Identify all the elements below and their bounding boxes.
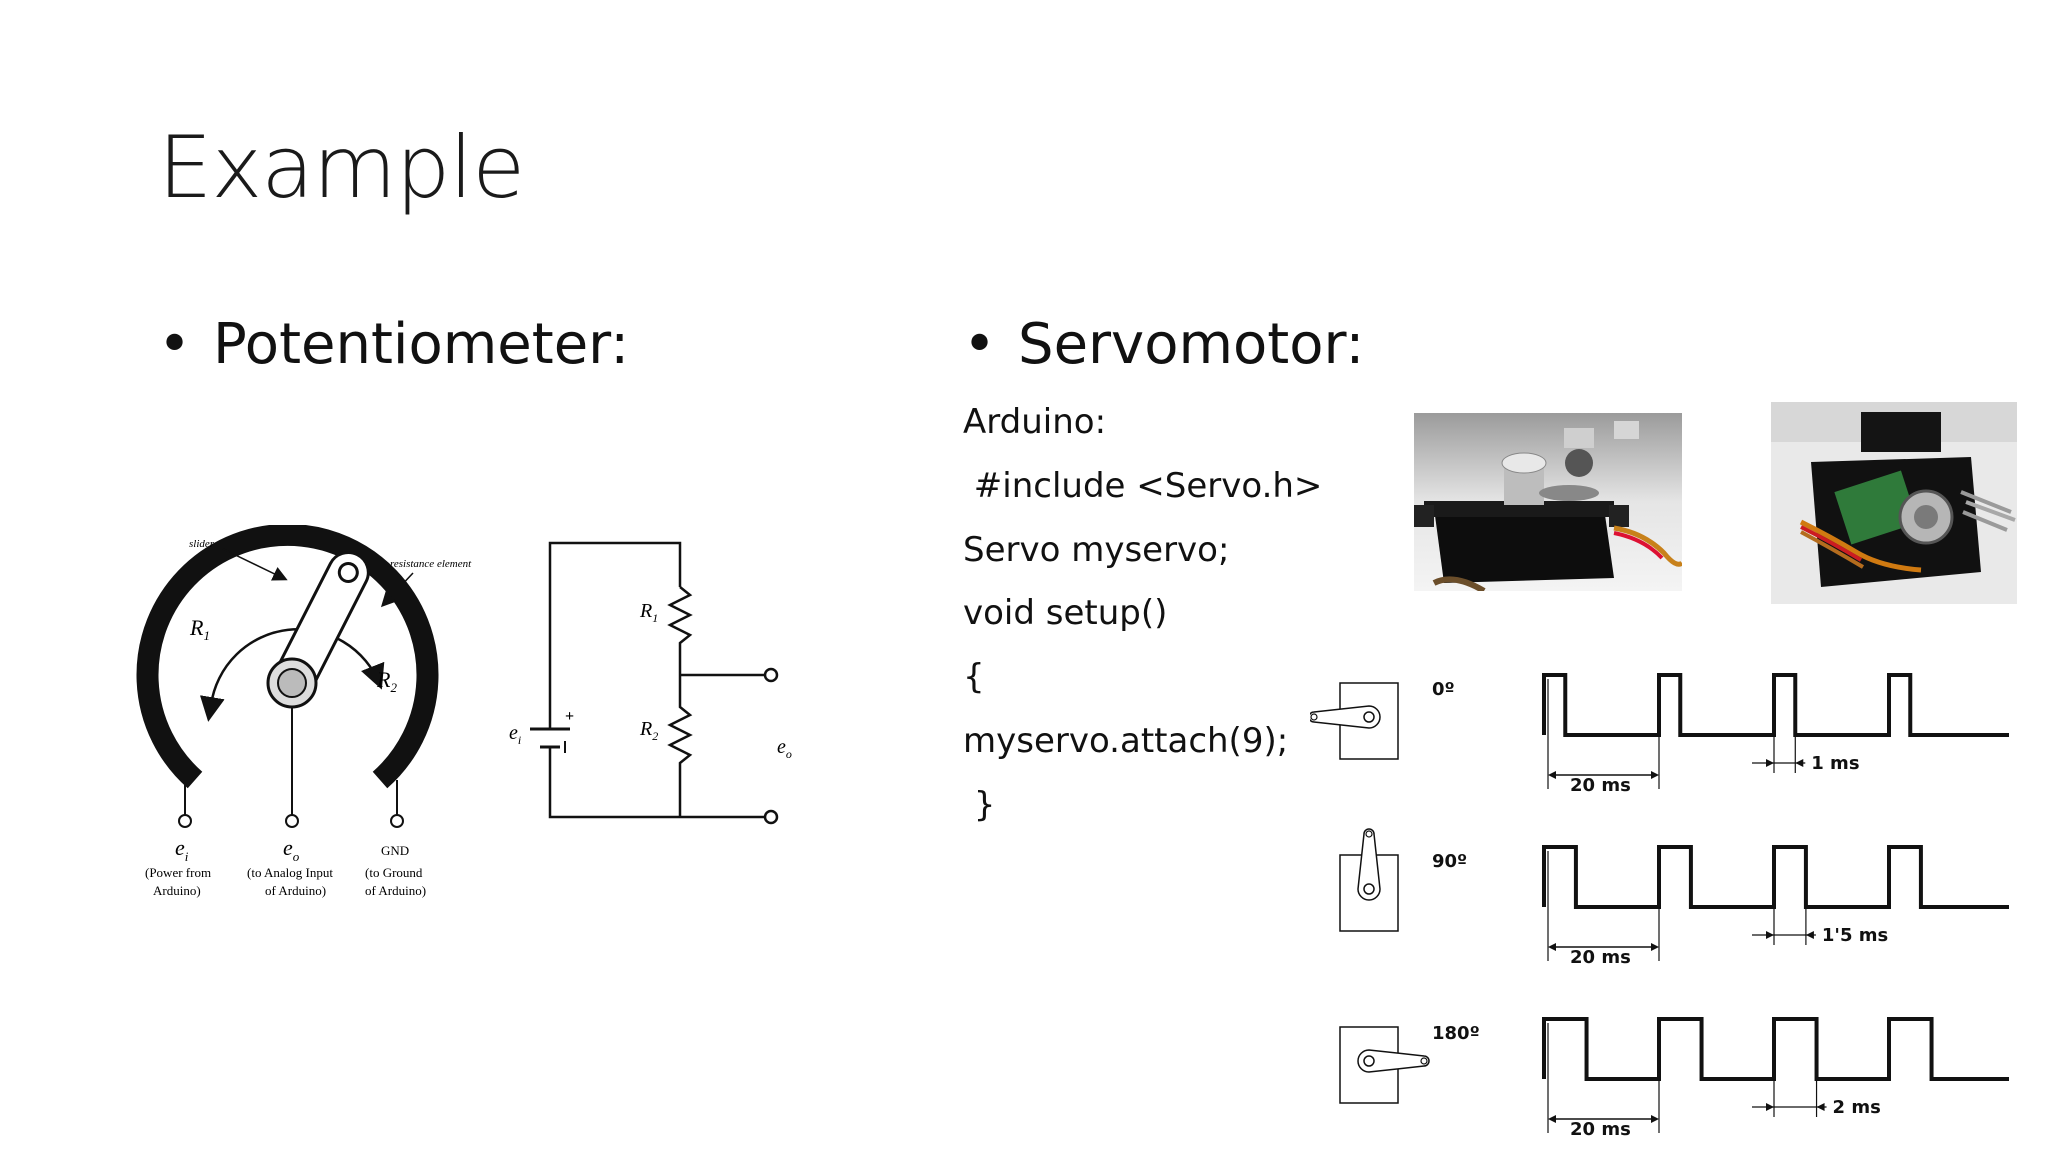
- arrow-right-icon: [1766, 931, 1774, 939]
- angle-label: 90º: [1432, 851, 1467, 872]
- servo-photo-opened: [1771, 402, 2017, 604]
- circuit-ei-label: ei: [509, 722, 521, 747]
- circuit-r1-label: R1: [639, 600, 658, 625]
- angle-label: 180º: [1432, 1023, 1480, 1044]
- pwm-waveform: [1542, 1017, 2009, 1081]
- arrow-right-icon: [1651, 771, 1659, 779]
- arrow-right-icon: [1651, 943, 1659, 951]
- code-line-setup: void setup(): [963, 593, 1168, 633]
- r1-resistor: [667, 586, 693, 675]
- eo-desc-1: (to Analog Input: [247, 865, 333, 880]
- code-line-include: #include <Servo.h>: [963, 466, 1323, 506]
- circuit-eo-label: eo: [777, 736, 792, 761]
- pwm-waveform: [1542, 673, 2009, 737]
- code-line-open-brace: {: [963, 657, 985, 697]
- pwm-waveform: [1542, 845, 2009, 909]
- ei-label: ei: [175, 835, 189, 864]
- bullet-icon: •: [963, 312, 997, 377]
- servomotor-heading-text: Servomotor:: [1018, 312, 1365, 377]
- arrow-right-icon: [1651, 1115, 1659, 1123]
- pwm-timing-diagram: 0º 20 ms 1 ms 90º 20 ms 1'5 ms 180º 20 ms 2 ms: [1310, 673, 2009, 1140]
- circuit-r2-label: R2: [639, 718, 658, 743]
- voltage-divider-circuit: + R1 R2 ei eo: [509, 541, 792, 825]
- battery-plus-label: +: [565, 708, 574, 725]
- arrow-left-icon: [1548, 1115, 1556, 1123]
- eo-label: eo: [283, 835, 300, 864]
- rotation-arrow: [209, 628, 385, 706]
- arrow-right-icon: [1766, 759, 1774, 767]
- gnd-desc-1: (to Ground: [365, 865, 423, 880]
- angle-label: 0º: [1432, 679, 1455, 700]
- gnd-desc-2: of Arduino): [365, 883, 426, 898]
- resistance-element-label: resistance element: [390, 558, 472, 570]
- arrow-left-icon: [1816, 1103, 1825, 1111]
- pulse-label: 2 ms: [1833, 1097, 1881, 1118]
- period-label: 20 ms: [1570, 947, 1631, 968]
- eo-desc-2: of Arduino): [265, 883, 326, 898]
- slider-label: slider: [189, 538, 215, 550]
- ei-desc-2: Arduino): [153, 883, 201, 898]
- r2-resistor: [667, 675, 693, 817]
- potentiometer-heading-text: Potentiometer:: [213, 312, 630, 377]
- servo-horn-icon: [1357, 1049, 1430, 1073]
- pulse-label: 1'5 ms: [1822, 925, 1888, 946]
- pulse-label: 1 ms: [1811, 753, 1859, 774]
- ei-desc-1: (Power from: [145, 865, 211, 880]
- potentiometer-heading: • Potentiometer:: [158, 312, 629, 377]
- code-line-attach: myservo.attach(9);: [963, 721, 1289, 761]
- potentiometer-diagram: slider resistance element R1 R2 ei eo GN…: [136, 525, 472, 898]
- code-line-arduino: Arduino:: [963, 402, 1107, 442]
- servomotor-heading: • Servomotor:: [963, 312, 1364, 377]
- r2-label: R2: [376, 667, 397, 695]
- period-label: 20 ms: [1570, 1119, 1631, 1140]
- arrow-right-icon: [1766, 1103, 1774, 1111]
- r1-label: R1: [189, 615, 210, 643]
- period-label: 20 ms: [1570, 775, 1631, 796]
- gnd-label: GND: [381, 843, 409, 858]
- arrow-left-icon: [1548, 943, 1556, 951]
- servo-horn-icon: [1357, 828, 1381, 901]
- resistance-arc: [136, 525, 439, 789]
- bullet-icon: •: [158, 312, 192, 377]
- code-line-servo-decl: Servo myservo;: [963, 530, 1230, 570]
- servo-photo-assembled: [1414, 413, 1682, 591]
- slide-title: Example: [158, 118, 525, 218]
- code-line-close-brace: }: [963, 785, 996, 825]
- arrow-left-icon: [1805, 931, 1814, 939]
- arrow-left-icon: [1795, 759, 1804, 767]
- arrow-left-icon: [1548, 771, 1556, 779]
- servo-horn-icon: [1310, 705, 1381, 729]
